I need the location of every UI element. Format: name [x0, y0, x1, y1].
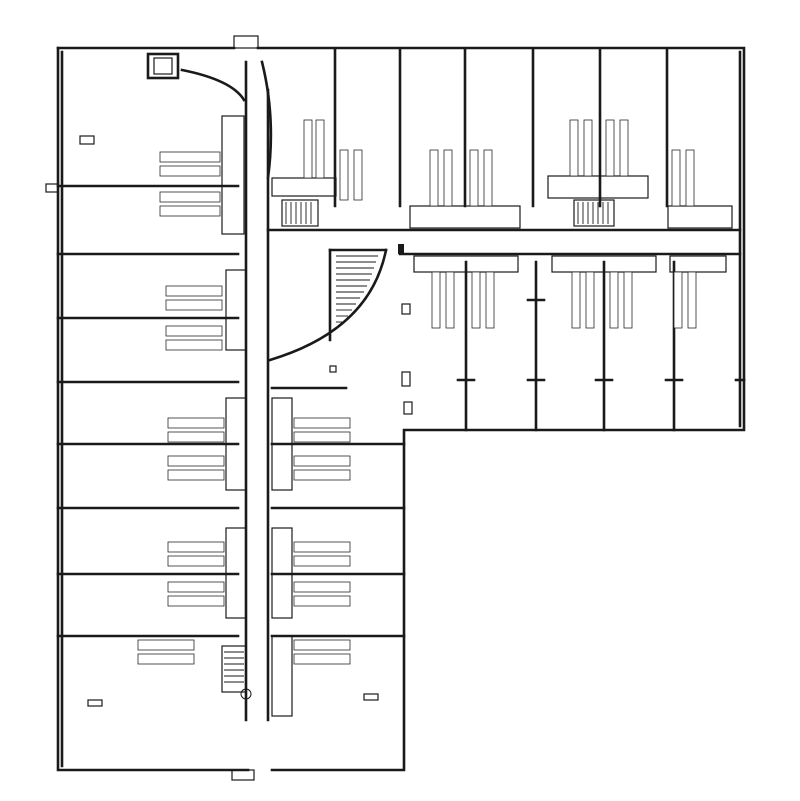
lobby-stair	[336, 255, 378, 323]
bath-pods-north	[271, 119, 733, 329]
south-stair	[221, 645, 252, 700]
bath-pods-west	[137, 115, 247, 665]
lobby	[180, 60, 404, 362]
west-entry	[45, 183, 59, 193]
south-east-rooms	[270, 386, 406, 638]
exterior-walls	[56, 46, 746, 772]
bath-pods-east	[271, 397, 351, 717]
north-entry	[233, 35, 259, 49]
room-symbols	[79, 135, 413, 707]
north-stair-a	[281, 199, 319, 227]
south-entry	[231, 769, 255, 781]
elevator	[146, 52, 180, 80]
north-wing-walls	[266, 48, 746, 432]
north-stair-b	[573, 199, 615, 227]
